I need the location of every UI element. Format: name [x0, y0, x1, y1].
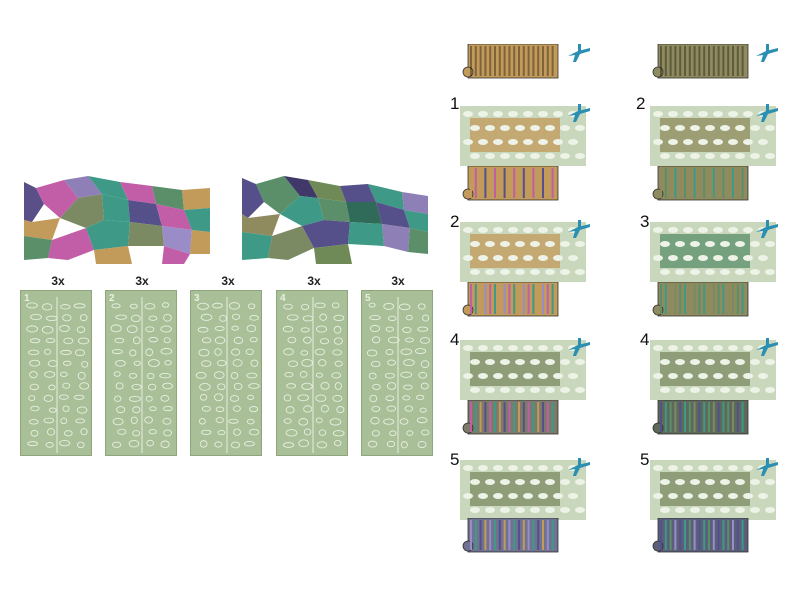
airbrush-icon [756, 458, 778, 476]
multiplier-label: 3x [135, 274, 149, 288]
masked-part [460, 460, 586, 520]
airbrush-icon [756, 220, 778, 238]
camo-swatch-left [24, 176, 210, 264]
step-number: 2 [450, 212, 460, 231]
painted-part [462, 166, 559, 201]
stencil-holes [195, 297, 260, 453]
stencil-holes [282, 297, 345, 453]
stencil-holes [110, 297, 173, 453]
stencil-holes [366, 297, 430, 453]
step-number: 5 [640, 450, 650, 469]
multiplier-label: 3x [391, 274, 405, 288]
painted-part [462, 282, 559, 317]
sheet-number: 4 [280, 293, 286, 304]
airbrush-icon [568, 104, 590, 122]
step-number: 1 [450, 94, 460, 113]
masked-part [650, 106, 776, 166]
airbrush-icon [568, 220, 590, 238]
airbrush-icon [756, 104, 778, 122]
painted-part [652, 44, 749, 79]
step-number: 4 [640, 330, 650, 349]
airbrush-icon [756, 338, 778, 356]
sheet-number: 2 [109, 293, 115, 304]
painted-part [462, 518, 559, 553]
painted-part [652, 400, 749, 435]
camo-swatch-right [242, 176, 428, 264]
step-number: 2 [636, 94, 646, 113]
multiplier-label: 3x [307, 274, 321, 288]
sheet-number: 5 [365, 293, 371, 304]
stencil-sheet-1: 1 [20, 290, 92, 456]
painted-part [462, 44, 559, 79]
masked-part [650, 340, 776, 400]
painted-part [652, 166, 749, 201]
stencil-holes [26, 297, 90, 453]
airbrush-icon [568, 458, 590, 476]
painted-part [652, 282, 749, 317]
airbrush-icon [568, 44, 590, 62]
masked-part [650, 222, 776, 282]
airbrush-icon [756, 44, 778, 62]
stencil-sheet-4: 4 [276, 290, 348, 456]
painted-part [462, 400, 559, 435]
stencil-sheet-3: 3 [190, 290, 262, 456]
sheet-number: 1 [24, 293, 30, 304]
step-number: 3 [640, 212, 650, 231]
painted-part [652, 518, 749, 553]
sheet-number: 3 [194, 293, 200, 304]
masked-part [460, 340, 586, 400]
stencil-sheet-2: 2 [105, 290, 177, 456]
airbrush-icon [568, 338, 590, 356]
masked-part [460, 222, 586, 282]
masked-part [650, 460, 776, 520]
masked-part [460, 106, 586, 166]
stencil-sheet-5: 5 [361, 290, 433, 456]
step-number: 5 [450, 450, 460, 469]
multiplier-label: 3x [221, 274, 235, 288]
step-number: 4 [450, 330, 460, 349]
multiplier-label: 3x [51, 274, 65, 288]
